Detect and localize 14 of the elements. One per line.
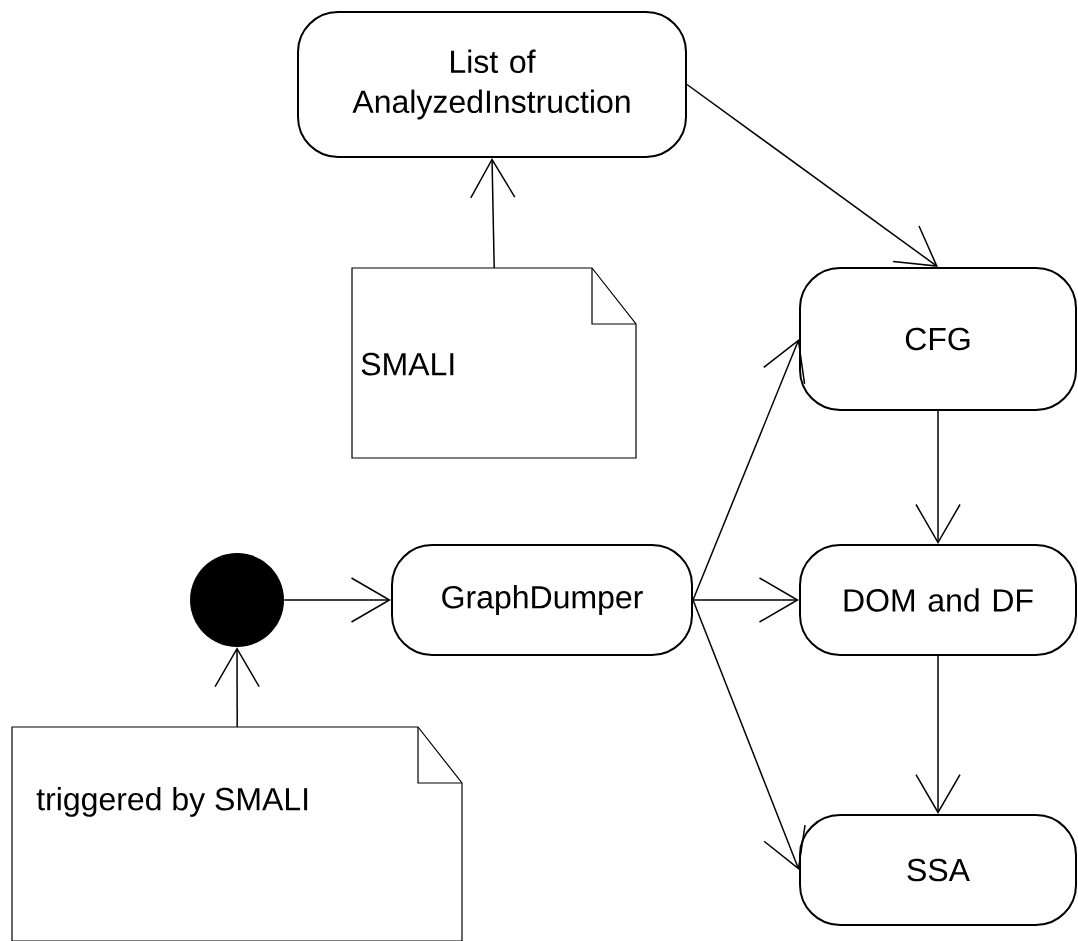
- arrow: [692, 599, 806, 870]
- arrow: [915, 410, 961, 544]
- arrow: [915, 655, 961, 814]
- start-dot: [190, 553, 284, 647]
- process-box: List of AnalyzedInstruction: [297, 11, 687, 158]
- arrow: [283, 577, 391, 623]
- process-box: DOM and DF: [799, 544, 1077, 656]
- process-box: CFG: [799, 267, 1077, 411]
- arrow: [470, 158, 516, 269]
- process-box: SSA: [799, 814, 1077, 926]
- process-box: GraphDumper: [391, 544, 693, 656]
- arrow: [686, 83, 938, 267]
- arrow: [692, 339, 806, 601]
- arrow: [692, 577, 799, 623]
